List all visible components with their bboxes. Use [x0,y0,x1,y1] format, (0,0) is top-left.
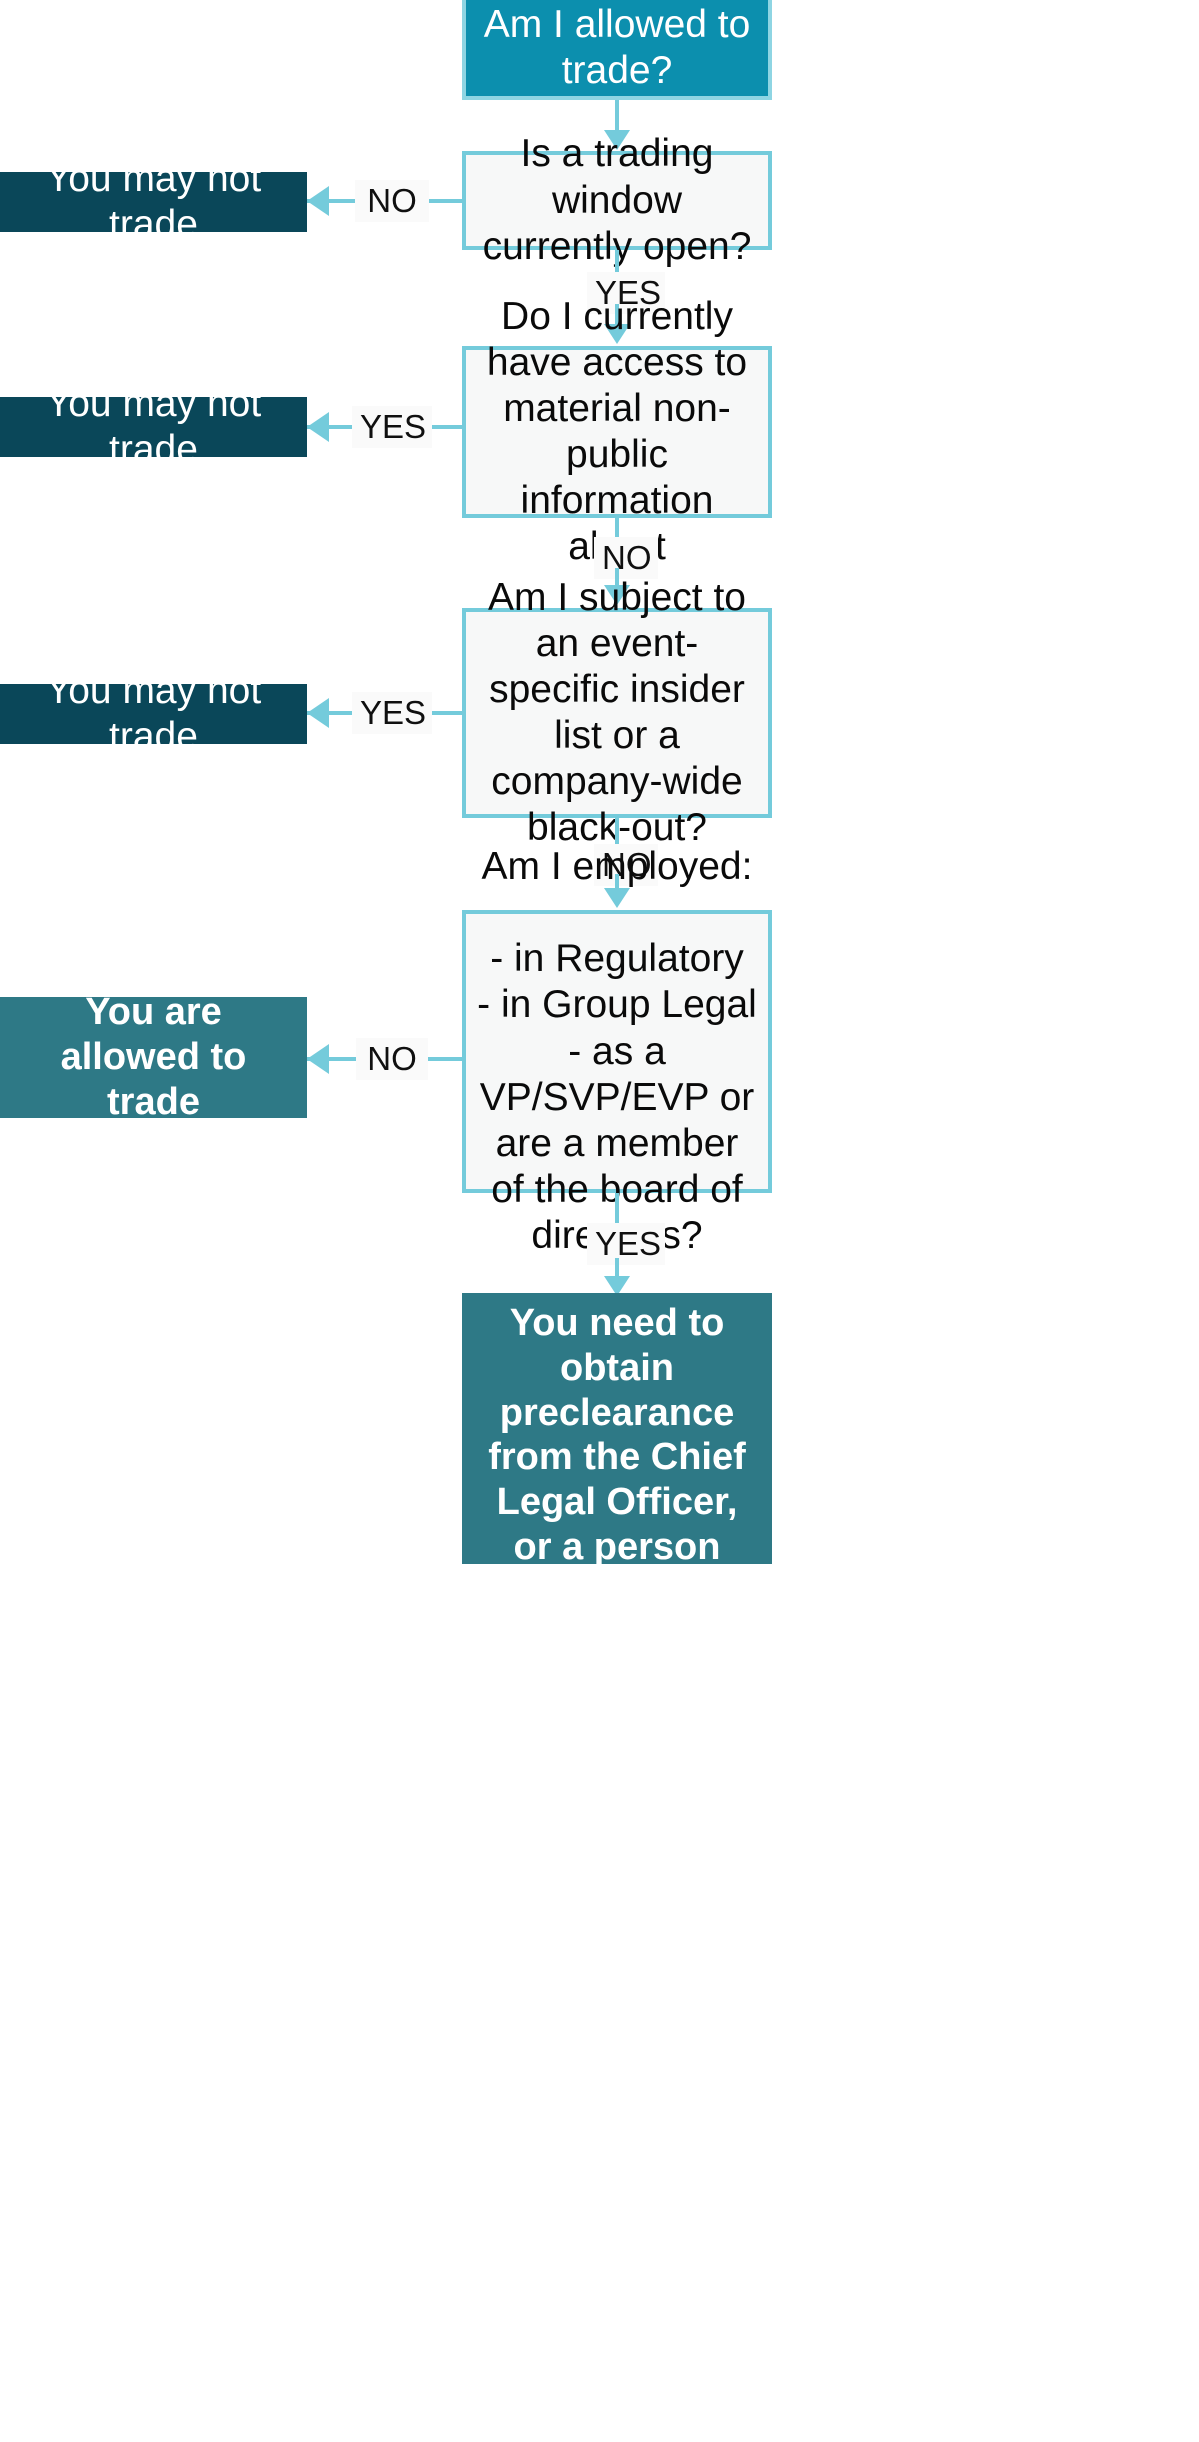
connector-insider-no-lower [615,874,619,892]
node-terminal-deny-1[interactable]: You may not trade [0,157,307,246]
node-terminal-allowed-to-trade[interactable]: You are allowed to trade [0,991,307,1123]
edge-label-employed-no: NO [356,1038,428,1080]
connector-employed-yes-lower [615,1258,619,1280]
connector-start-to-window [615,100,619,132]
node-question-employed[interactable]: Am I employed: - in Regulatory - in Grou… [462,845,772,1257]
connector-window-yes-lower [615,304,619,327]
connector-mnpi-no-upper [615,518,619,540]
edge-label-mnpi-no: NO [594,537,658,579]
node-terminal-deny-3[interactable]: You may not trade [0,669,307,758]
connector-employed-yes-upper [615,1193,619,1223]
arrowhead-employed-yes [604,1276,630,1296]
arrowhead-mnpi-yes [307,412,329,442]
arrowhead-window-yes [604,324,630,344]
node-terminal-preclearance[interactable]: You need to obtain preclearance from the… [462,1293,772,1703]
connector-window-yes-upper [615,250,619,276]
node-terminal-deny-2[interactable]: You may not trade [0,382,307,471]
node-start-am-i-allowed-to-trade[interactable]: Am I allowed to trade? [462,0,772,100]
connector-mnpi-no-lower [615,568,619,588]
node-question-trading-window[interactable]: Is a trading window currently open? [462,132,772,268]
node-question-insider-list[interactable]: Am I subject to an event-specific inside… [462,576,772,849]
connector-insider-no-upper [615,818,619,844]
node-question-mnpi[interactable]: Do I currently have access to material n… [462,295,772,568]
arrowhead-start-to-window [604,130,630,150]
edge-label-insider-no: NO [594,844,658,886]
arrowhead-employed-no [307,1044,329,1074]
edge-label-mnpi-yes: YES [352,406,432,448]
arrowhead-mnpi-no [604,585,630,605]
arrowhead-insider-no [604,888,630,908]
arrowhead-window-no [307,186,329,216]
edge-label-window-no: NO [355,180,429,222]
arrowhead-insider-yes [307,698,329,728]
edge-label-employed-yes: YES [587,1223,665,1265]
edge-label-window-yes: YES [587,272,665,314]
edge-label-insider-yes: YES [352,692,432,734]
